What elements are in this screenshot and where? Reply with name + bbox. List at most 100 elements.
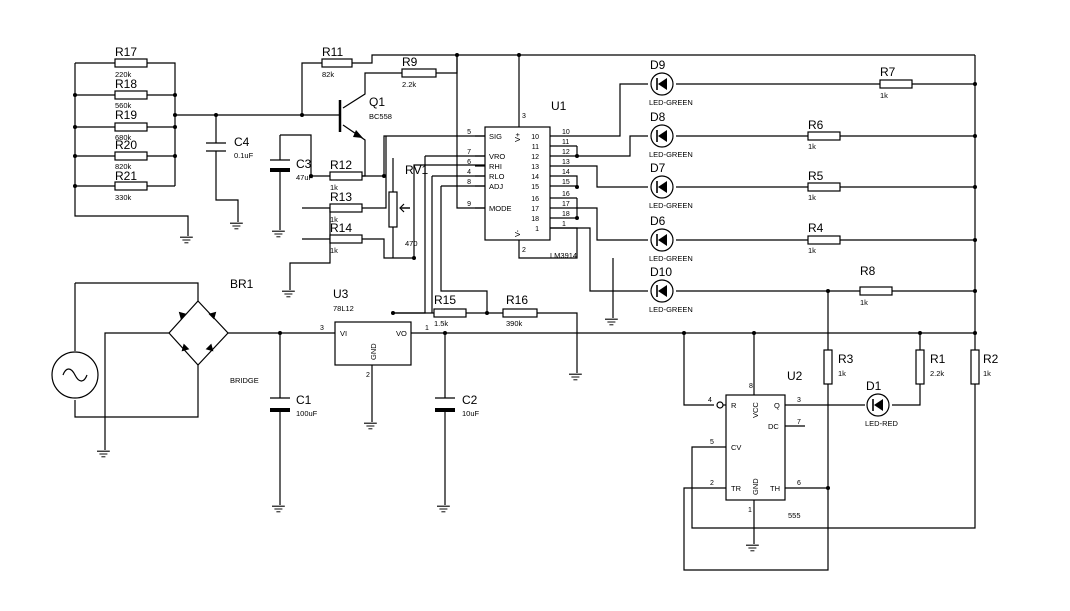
ic-pin-num: 17 xyxy=(562,201,570,208)
timer-pin-vcc: VCC xyxy=(751,402,760,418)
resistor-ref: R2 xyxy=(983,352,999,366)
resistor-ref: R16 xyxy=(506,293,528,307)
ground-symbol xyxy=(363,422,378,430)
led-value: LED-GREEN xyxy=(649,150,693,159)
led-ref: D6 xyxy=(650,214,666,228)
regulator-pin-num: 3 xyxy=(320,325,324,332)
resistor-ref: R12 xyxy=(330,158,352,172)
ic-pin-num-inner: 15 xyxy=(531,184,539,191)
timer-u2: U2 555 R 4 CV 5 TR 2 VCC 8 GND 1 Q 3 DC … xyxy=(708,369,805,520)
resistor-value: 1k xyxy=(880,91,888,100)
timer-pin-num: 3 xyxy=(797,397,801,404)
ground-symbol xyxy=(281,290,296,298)
ic-pin-num: 18 xyxy=(562,211,570,218)
ground-symbol xyxy=(271,230,286,238)
resistor-value: 1k xyxy=(808,142,816,151)
pot-ref: RV1 xyxy=(405,163,428,177)
resistor-value: 1k xyxy=(838,369,846,378)
ground-symbol xyxy=(604,318,619,326)
ic-pin-num: 13 xyxy=(562,159,570,166)
resistor-r16: R16 390k xyxy=(502,293,538,328)
ic-pin-num-inner: 11 xyxy=(532,144,539,151)
led-value: LED-RED xyxy=(865,419,899,428)
resistor-r1: R1 2.2k xyxy=(915,349,946,385)
resistor-ref: R20 xyxy=(115,138,137,152)
regulator-ref: U3 xyxy=(333,287,349,301)
ic-pin-num: 11 xyxy=(562,139,569,146)
ic-pin-num: 10 xyxy=(562,129,570,136)
resistor-r20: R20 820k xyxy=(114,138,148,171)
junctions xyxy=(73,53,977,490)
ic-pin-num-inner: 13 xyxy=(531,164,539,171)
resistor-ref: R19 xyxy=(115,108,137,122)
ground-symbol xyxy=(745,544,760,552)
resistor-value: 1k xyxy=(808,193,816,202)
capacitor-value: 47uF xyxy=(296,173,314,182)
resistor-value: 560k xyxy=(115,101,132,110)
resistor-r4: R4 1k xyxy=(807,221,841,255)
timer-pin-num: 6 xyxy=(797,480,801,487)
regulator-value: 78L12 xyxy=(333,304,354,313)
ic-pin-num: 16 xyxy=(562,191,570,198)
ic-pin-num: 15 xyxy=(562,179,570,186)
ic-pin-num: 5 xyxy=(467,129,471,136)
resistor-value: 2.2k xyxy=(930,369,944,378)
resistor-ref: R9 xyxy=(402,55,418,69)
regulator-pin-num: 2 xyxy=(366,372,370,379)
ic-pin-num: 1 xyxy=(562,221,566,228)
capacitor-c1: C1 100uF xyxy=(270,393,318,418)
led-value: LED-GREEN xyxy=(649,201,693,210)
ic-pin-num: 8 xyxy=(467,179,471,186)
ic-pin-num: 4 xyxy=(467,169,471,176)
ic-pin-label: RHI xyxy=(489,162,502,171)
ic-pin-label: ADJ xyxy=(489,182,503,191)
resistor-value: 1k xyxy=(983,369,991,378)
led-ref: D9 xyxy=(650,58,666,72)
ic-pin-num-inner: 12 xyxy=(531,154,539,161)
ground-symbol xyxy=(96,450,111,458)
transistor-ref: Q1 xyxy=(369,95,385,109)
resistor-ref: R3 xyxy=(838,352,854,366)
resistor-r5: R5 1k xyxy=(807,169,841,202)
ic-pin-num: 2 xyxy=(522,247,526,254)
timer-pin-num: 1 xyxy=(748,507,752,514)
resistor-ref: R17 xyxy=(115,45,137,59)
resistor-ref: R18 xyxy=(115,77,137,91)
led-value: LED-GREEN xyxy=(649,305,693,314)
resistor-value: 680k xyxy=(115,133,132,142)
capacitor-value: 100uF xyxy=(296,409,318,418)
resistor-ref: R11 xyxy=(322,45,343,59)
timer-pin-num: 5 xyxy=(710,439,714,446)
ac-source xyxy=(51,351,99,399)
capacitor-ref: C4 xyxy=(234,135,250,149)
ic-pin-num: 12 xyxy=(562,149,570,156)
ic-pin-num: 9 xyxy=(467,201,471,208)
led-value: LED-GREEN xyxy=(649,254,693,263)
resistor-r8: R8 1k xyxy=(859,264,893,307)
resistor-r13: R13 1k xyxy=(329,190,363,224)
ic-pin-label: SIG xyxy=(489,132,502,141)
resistor-ref: R7 xyxy=(880,65,896,79)
resistor-ref: R13 xyxy=(330,190,352,204)
leds: D9LED-GREEND8LED-GREEND7LED-GREEND6LED-G… xyxy=(649,58,899,428)
resistor-r18: R18 560k xyxy=(114,77,148,110)
resistor-value: 82k xyxy=(322,70,334,79)
resistor-ref: R15 xyxy=(434,293,456,307)
timer-pin-cv: CV xyxy=(731,443,741,452)
resistor-ref: R1 xyxy=(930,352,946,366)
resistor-value: 330k xyxy=(115,193,132,202)
bridge-rectifier-br1: BR1 BRIDGE xyxy=(168,277,259,385)
capacitor-c3: C3 47uF xyxy=(270,157,314,182)
regulator-pin-gnd: GND xyxy=(369,343,378,360)
timer-pin-num: 2 xyxy=(710,480,714,487)
resistor-ref: R14 xyxy=(330,221,352,235)
resistor-ref: R5 xyxy=(808,169,824,183)
capacitor-value: 0.1uF xyxy=(234,151,254,160)
